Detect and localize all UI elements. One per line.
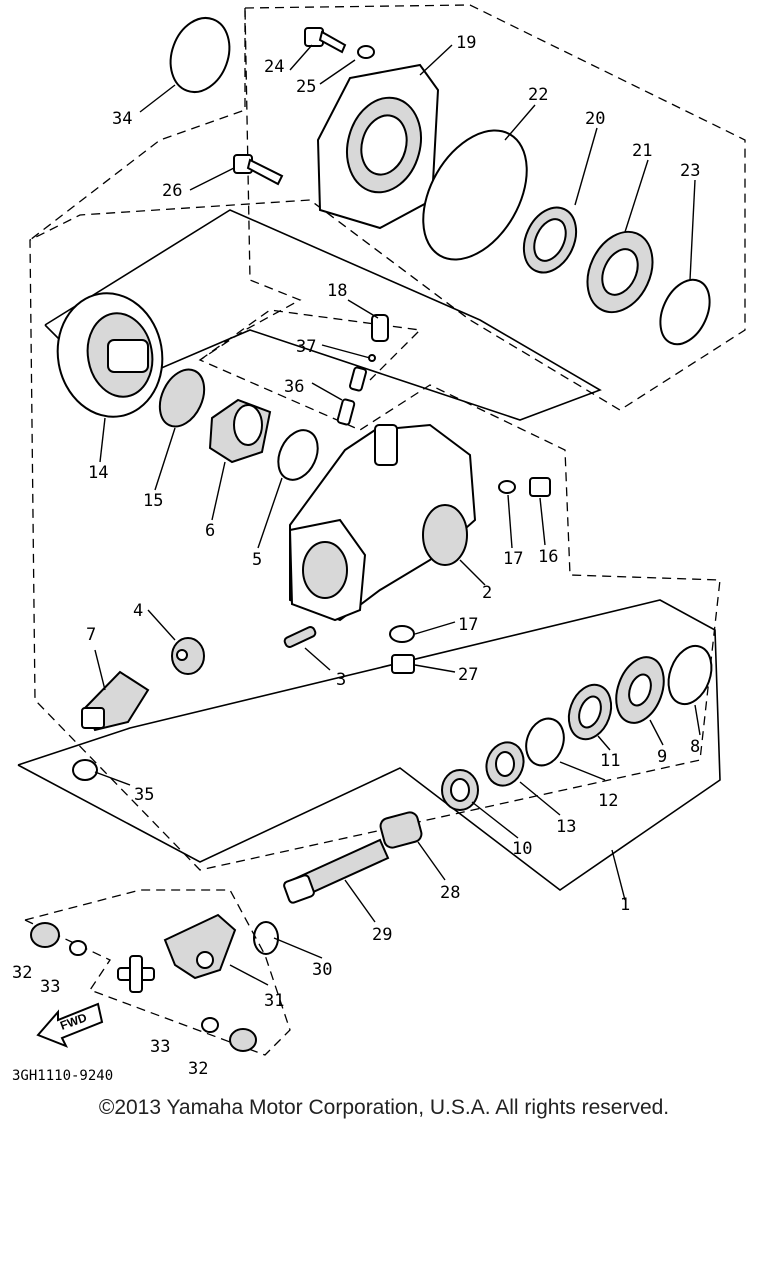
circlip-33b xyxy=(201,1017,219,1033)
circlip-33a xyxy=(69,940,87,956)
callout-28: 28 xyxy=(440,883,460,903)
bearing-4 xyxy=(171,637,205,675)
callout-3: 3 xyxy=(336,670,346,690)
exploded-parts-diagram: FWD xyxy=(12,4,746,1084)
subassembly-outline xyxy=(17,599,721,891)
assembly-boundary-inner xyxy=(199,309,422,381)
universal-joint-outline xyxy=(24,889,291,1056)
washer-25 xyxy=(357,45,375,59)
callout-17-upper: 17 xyxy=(503,549,523,569)
callout-4: 4 xyxy=(133,601,143,621)
callout-18: 18 xyxy=(327,281,347,301)
callout-37: 37 xyxy=(296,337,316,357)
callout-2: 2 xyxy=(482,583,492,603)
callout-30: 30 xyxy=(312,960,332,980)
drain-plug-27 xyxy=(391,654,415,674)
callout-15: 15 xyxy=(143,491,163,511)
gear-case-2 xyxy=(288,423,477,622)
callout-33-lower: 33 xyxy=(150,1037,170,1057)
callout-16: 16 xyxy=(538,547,558,567)
yoke-31 xyxy=(163,913,237,980)
bolt-24 xyxy=(304,27,347,54)
bolt-26 xyxy=(233,154,284,186)
callout-19: 19 xyxy=(456,33,476,53)
fwd-arrow-icon: FWD xyxy=(36,1002,104,1048)
assembly-boundary-outer xyxy=(29,4,746,871)
callout-10: 10 xyxy=(512,839,532,859)
leader-lines xyxy=(94,44,701,986)
lock-nut-11 xyxy=(567,683,613,741)
callout-14: 14 xyxy=(88,463,108,483)
callout-21: 21 xyxy=(632,141,652,161)
o-ring-34 xyxy=(169,17,231,93)
callout-22: 22 xyxy=(528,85,548,105)
pinion-gear-7 xyxy=(81,670,150,732)
callout-1: 1 xyxy=(620,895,630,915)
o-ring-12 xyxy=(525,717,565,767)
callout-32-upper: 32 xyxy=(12,963,32,983)
callout-35: 35 xyxy=(134,785,154,805)
callout-32-lower: 32 xyxy=(188,1059,208,1079)
callout-23: 23 xyxy=(680,161,700,181)
circlip-23 xyxy=(659,278,711,346)
ring-gear-14 xyxy=(56,292,164,418)
callout-11: 11 xyxy=(600,751,620,771)
assembly-boundary-upper xyxy=(29,8,246,241)
callout-25: 25 xyxy=(296,77,316,97)
circlip-8 xyxy=(667,644,713,706)
callout-33-upper: 33 xyxy=(40,977,60,997)
callout-29: 29 xyxy=(372,925,392,945)
dowel-36b xyxy=(336,398,356,426)
nut-35 xyxy=(72,759,98,781)
callout-24: 24 xyxy=(264,57,284,77)
dowel-36a xyxy=(349,366,367,392)
diagram-code: 3GH1110-9240 xyxy=(12,1068,113,1084)
plug-16 xyxy=(529,477,551,497)
callout-36: 36 xyxy=(284,377,304,397)
bearing-cup-32a xyxy=(30,922,60,948)
bearing-28 xyxy=(379,811,423,849)
copyright-notice: ©2013 Yamaha Motor Corporation, U.S.A. A… xyxy=(98,1096,670,1119)
callout-6: 6 xyxy=(205,521,215,541)
callout-7: 7 xyxy=(86,625,96,645)
stud-3 xyxy=(283,626,317,648)
callout-13: 13 xyxy=(556,817,576,837)
callout-9: 9 xyxy=(657,747,667,767)
bearing-6 xyxy=(208,398,272,464)
bearing-cup-32b xyxy=(229,1028,257,1052)
callout-5: 5 xyxy=(252,550,262,570)
callout-20: 20 xyxy=(585,109,605,129)
washer-17-upper xyxy=(498,480,516,494)
callout-17-lower: 17 xyxy=(458,615,478,635)
breather-18 xyxy=(371,314,389,342)
washer-17-lower xyxy=(389,625,415,643)
callout-12: 12 xyxy=(598,791,618,811)
callout-8: 8 xyxy=(690,737,700,757)
shim-5 xyxy=(277,429,319,481)
callout-26: 26 xyxy=(162,181,182,201)
callout-34: 34 xyxy=(112,109,132,129)
thrust-washer-15 xyxy=(158,368,206,428)
bearing-housing-19 xyxy=(316,63,440,230)
callout-31: 31 xyxy=(264,991,284,1011)
drive-shaft-29 xyxy=(283,838,390,904)
spider-cross xyxy=(117,955,155,993)
callout-27: 27 xyxy=(458,665,478,685)
